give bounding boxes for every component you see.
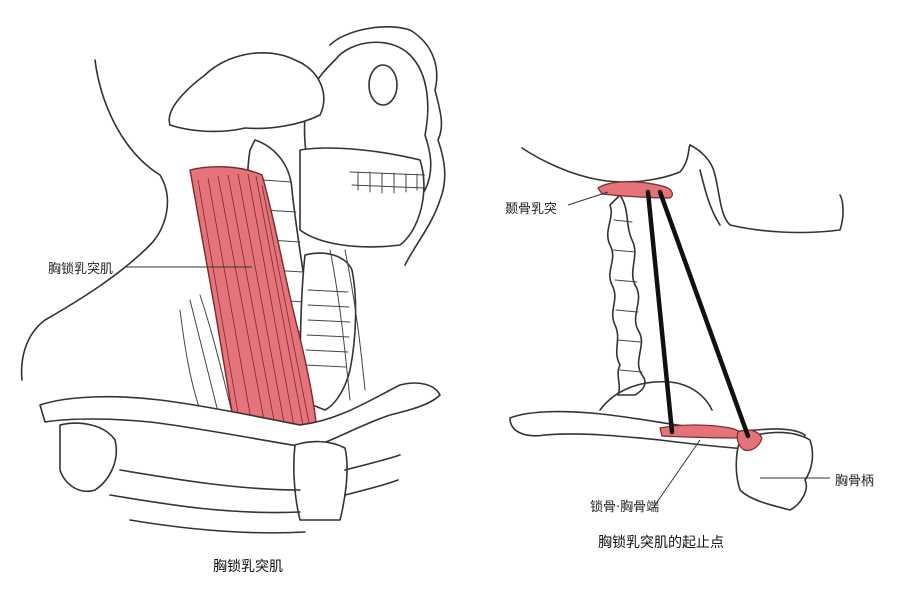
right-sternum-manubrium bbox=[735, 431, 814, 511]
right-cervical-spine bbox=[606, 194, 646, 396]
skull-base-outline bbox=[521, 144, 691, 183]
sternal-clavicle-label: 锁骨·胸骨端 bbox=[590, 500, 660, 515]
occipital-bone bbox=[168, 52, 325, 133]
head-back-outline bbox=[20, 59, 169, 381]
sternocleidomastoid-muscle bbox=[189, 166, 319, 446]
neck-front-outline bbox=[329, 26, 446, 266]
muscle-fibers bbox=[197, 173, 313, 439]
mastoid-attachment bbox=[597, 181, 673, 199]
jaw-outline bbox=[699, 169, 721, 226]
clavicle bbox=[39, 382, 441, 449]
shoulder-joint bbox=[59, 422, 117, 492]
mastoid-process-label: 颞骨乳突 bbox=[505, 202, 558, 217]
ribs bbox=[109, 454, 401, 534]
right-attachment-diagram bbox=[509, 144, 844, 511]
manubrium-attachment bbox=[736, 429, 763, 451]
muscle-line-clavicular bbox=[645, 189, 675, 435]
right-spine-segments bbox=[612, 219, 643, 373]
sternal-clavicle-leader bbox=[654, 439, 701, 506]
deep-neck-muscles bbox=[179, 249, 366, 426]
left-neck-anatomy-illustration bbox=[20, 26, 446, 534]
first-rib bbox=[599, 380, 713, 411]
mandible bbox=[299, 147, 425, 248]
orbit bbox=[368, 64, 398, 106]
right-figure-caption: 胸锁乳突肌的起止点 bbox=[598, 535, 724, 551]
trachea-lines bbox=[304, 289, 351, 368]
mastoid-leader bbox=[567, 191, 609, 206]
left-figure-caption: 胸锁乳突肌 bbox=[213, 559, 283, 575]
teeth bbox=[349, 171, 426, 194]
manubrium-label: 胸骨柄 bbox=[835, 474, 875, 489]
sternum bbox=[293, 440, 348, 521]
muscle-line-sternal bbox=[657, 189, 751, 439]
face-outline bbox=[689, 144, 844, 234]
sternocleidomastoid-label: 胸锁乳突肌 bbox=[48, 262, 114, 277]
